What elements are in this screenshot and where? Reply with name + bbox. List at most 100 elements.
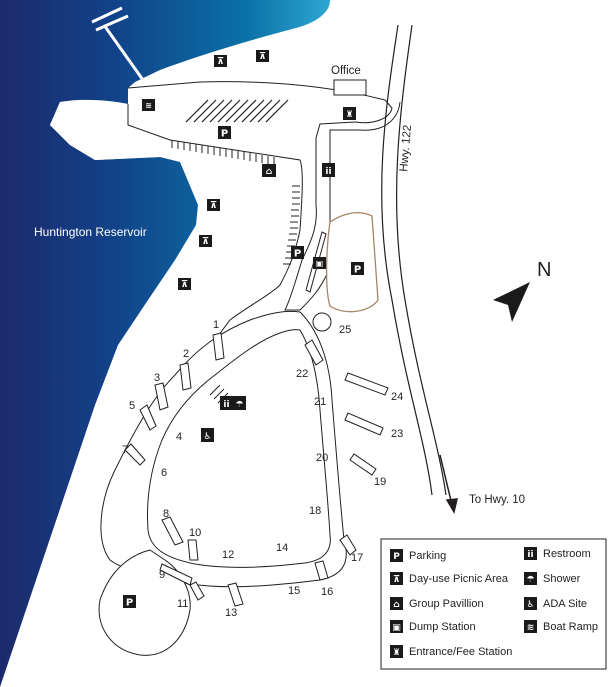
shower-icon <box>524 572 537 585</box>
entrance-station-icon: ♜ <box>343 107 356 120</box>
shower-icon: ☂ <box>233 396 246 410</box>
legend-box <box>380 538 607 670</box>
turnaround-25 <box>312 312 332 332</box>
to-hwy-10-arrow <box>439 454 458 515</box>
svg-text:P: P <box>126 598 133 609</box>
north-label: N <box>537 259 551 281</box>
svg-text:P: P <box>221 129 228 140</box>
svg-text:⊼: ⊼ <box>259 52 266 62</box>
legend-label: ADA Site <box>543 598 587 610</box>
svg-text:≋: ≋ <box>145 101 152 110</box>
boat-launch-peninsula <box>50 102 170 160</box>
campsite-number-2: 2 <box>183 348 189 360</box>
dump-station-icon <box>390 620 403 633</box>
entrance-station-icon <box>390 645 403 658</box>
campsite-number-13: 13 <box>225 607 237 619</box>
campsite-spurs <box>124 332 389 607</box>
legend-label: Restroom <box>543 548 591 560</box>
campsite-number-9: 9 <box>159 569 165 581</box>
boat-parking-stalls <box>185 99 289 123</box>
legend-label: Day-use Picnic Area <box>409 573 509 585</box>
campsite-number-17: 17 <box>351 552 363 564</box>
svg-text:⌂: ⌂ <box>266 167 273 177</box>
picnic-table-icon-glyph: ⊼ <box>393 575 400 585</box>
boat-ramp-icon <box>524 620 537 633</box>
campsite-number-10: 10 <box>189 527 201 539</box>
group-pavilion-icon: ⌂ <box>262 164 276 177</box>
campsite-number-3: 3 <box>154 372 160 384</box>
campsite-number-1: 1 <box>213 319 219 331</box>
dump-station-icon-glyph: ▣ <box>392 623 401 633</box>
ada-icon-glyph: ♿ <box>526 600 534 610</box>
campsite-number-23: 23 <box>391 428 403 440</box>
picnic-table-icon <box>390 572 403 585</box>
campsite-number-14: 14 <box>276 542 288 554</box>
to-hwy-10-label: To Hwy. 10 <box>469 494 525 506</box>
legend-item-shower: ☂Shower <box>524 572 581 585</box>
reservoir-label: Huntington Reservoir <box>34 225 147 239</box>
legend-label: Group Pavillion <box>409 598 484 610</box>
dump-station-icon: ▣ <box>313 257 326 269</box>
picnic-table-icon: ⊼ <box>207 199 220 211</box>
campsite-number-12: 12 <box>222 549 234 561</box>
legend-label: Boat Ramp <box>543 621 598 633</box>
svg-text:♜: ♜ <box>345 110 353 120</box>
svg-text:P: P <box>354 265 361 276</box>
picnic-table-icon: ⊼ <box>214 55 227 67</box>
svg-text:⊼: ⊼ <box>202 237 209 247</box>
highway-122 <box>381 24 447 496</box>
campsite-number-18: 18 <box>309 505 321 517</box>
group-pavilion-icon <box>390 597 403 610</box>
shower-icon-glyph: ☂ <box>526 575 534 585</box>
restroom-icon: ii <box>322 163 335 177</box>
legend-label: Dump Station <box>409 621 476 633</box>
campsite-number-24: 24 <box>391 391 403 403</box>
svg-text:ii: ii <box>325 167 331 177</box>
legend-label: Parking <box>409 550 446 562</box>
north-arrow <box>493 282 530 322</box>
picnic-table-icon: ⊼ <box>256 50 269 62</box>
svg-text:⊼: ⊼ <box>181 280 188 290</box>
group-pavilion-icon-glyph: ⌂ <box>393 600 400 610</box>
restroom-icon: ii <box>220 396 233 410</box>
svg-text:☂: ☂ <box>235 400 243 410</box>
parking-icon: P <box>351 262 364 276</box>
reservoir-water <box>0 0 330 687</box>
campsite-number-8: 8 <box>163 508 169 520</box>
parking-icon: P <box>123 595 136 609</box>
campsite-number-16: 16 <box>321 586 333 598</box>
svg-text:⊼: ⊼ <box>210 201 217 211</box>
campsite-number-11: 11 <box>177 598 188 610</box>
parking-icon: P <box>218 126 231 140</box>
picnic-table-icon: ⊼ <box>199 235 212 247</box>
parking-icon: P <box>291 246 304 260</box>
group-area-lobe <box>98 549 191 656</box>
dock <box>91 6 145 81</box>
svg-text:⊼: ⊼ <box>217 57 224 67</box>
campsite-number-5: 5 <box>129 400 135 412</box>
curb-stalls <box>171 140 275 165</box>
campsite-number-7: 7 <box>122 444 128 456</box>
parking-icon <box>390 549 403 562</box>
campsite-number-22: 22 <box>296 368 308 380</box>
legend-item-group-pavilion: ⌂ Group Pavillion <box>390 597 484 610</box>
picnic-table-icon: ⊼ <box>178 278 191 290</box>
map-icons: ⊼ ⊼ ≋ P ♜ ⌂ ii ⊼ ⊼ P ▣ P ⊼ ii ☂ ♿ P <box>123 50 364 609</box>
boat-ramp-icon-glyph: ≋ <box>527 623 535 633</box>
campground-loop-inner <box>147 329 331 568</box>
parking-icon-glyph: P <box>393 552 400 562</box>
svg-text:ii: ii <box>223 400 229 410</box>
svg-text:♿: ♿ <box>203 432 211 442</box>
boat-ramp-icon: ≋ <box>142 99 155 111</box>
roadside-stalls <box>283 185 300 265</box>
restroom-icon <box>524 547 537 560</box>
legend-label: Entrance/Fee Station <box>409 646 512 658</box>
campsite-number-15: 15 <box>288 585 300 597</box>
campsite-number-25: 25 <box>339 324 351 336</box>
campsite-number-20: 20 <box>316 452 328 464</box>
